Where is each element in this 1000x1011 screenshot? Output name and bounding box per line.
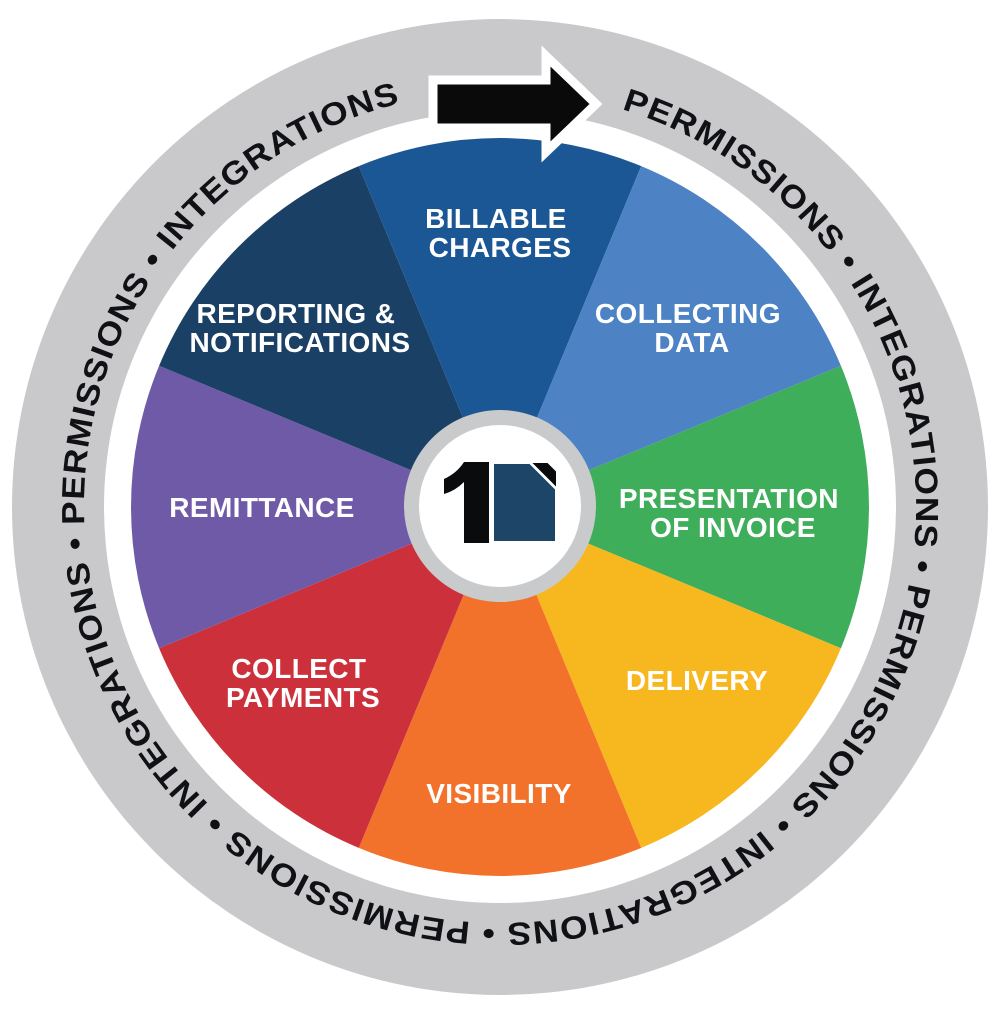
label-reporting-notifications: REPORTING & NOTIFICATIONS	[190, 298, 411, 358]
company-logo	[444, 461, 558, 543]
segment-collect-payments	[159, 507, 500, 848]
label-line: REMITTANCE	[169, 492, 354, 523]
label-delivery: DELIVERY	[626, 665, 768, 696]
label-billable-charges: BILLABLE CHARGES	[425, 203, 575, 263]
logo-page-icon	[492, 462, 557, 543]
segment-collecting-data	[500, 166, 841, 507]
logo-page-fold	[527, 461, 558, 492]
segment-labels: PRESENTATION OF INVOICE DELIVERY VISIBIL…	[169, 203, 847, 809]
segment-billable-charges	[358, 138, 642, 507]
label-line: NOTIFICATIONS	[190, 327, 411, 358]
label-line: BILLABLE	[425, 203, 567, 234]
label-line: COLLECTING	[595, 298, 781, 329]
label-visibility: VISIBILITY	[426, 778, 572, 809]
wheel	[131, 138, 869, 876]
flow-arrow-icon	[428, 45, 603, 163]
label-line: VISIBILITY	[426, 778, 572, 809]
label-collecting-data: COLLECTING DATA	[595, 298, 789, 358]
label-remittance: REMITTANCE	[169, 492, 354, 523]
label-line: OF INVOICE	[650, 512, 816, 543]
label-line: PRESENTATION	[619, 483, 839, 514]
label-line: PAYMENTS	[226, 682, 380, 713]
segment-delivery	[500, 507, 841, 848]
label-line: CHARGES	[429, 232, 572, 263]
label-line: DATA	[654, 327, 729, 358]
label-presentation-of-invoice: PRESENTATION OF INVOICE	[619, 483, 847, 543]
label-line: REPORTING &	[196, 298, 395, 329]
segment-remittance	[131, 365, 500, 649]
segment-visibility	[358, 507, 642, 876]
segment-presentation-of-invoice	[500, 365, 869, 649]
logo-numeral-one	[444, 462, 489, 543]
label-collect-payments: COLLECT PAYMENTS	[226, 653, 380, 713]
label-line: DELIVERY	[626, 665, 768, 696]
segment-reporting-notifications	[159, 166, 500, 507]
label-line: COLLECT	[231, 653, 366, 684]
